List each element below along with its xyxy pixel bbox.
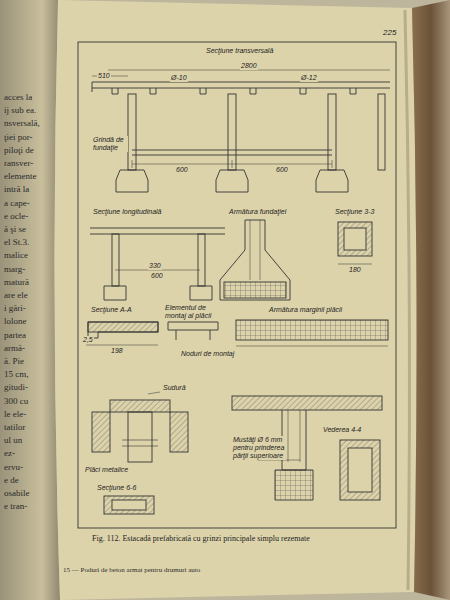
page-footer: 15 — Poduri de beton armat pentru drumur… — [62, 566, 201, 574]
dimension-label: 600 — [175, 166, 189, 174]
dimension-label: 600 — [275, 166, 289, 174]
facing-page-text: gitudi- — [3, 382, 29, 392]
drawing-label: Secţiune longitudinală — [92, 208, 163, 216]
drawing-label: Elementul de montaj al plăcii — [164, 304, 226, 320]
facing-page-text: lolone — [3, 316, 28, 326]
facing-page-text: ul un — [3, 435, 23, 445]
drawing-label: Mustăţi Ø 6 mm pentru prinderea părţii s… — [232, 436, 286, 460]
facing-page-text: ij sub ea. — [3, 105, 37, 115]
dimension-label: Ø-10 — [170, 74, 188, 82]
drawing-label: Noduri de montaj — [180, 350, 235, 358]
facing-page-text: armă- — [3, 343, 26, 353]
drawing-label: Sudură — [162, 384, 187, 392]
facing-page-text: e tran- — [3, 501, 28, 511]
facing-page-text: ţiei por- — [3, 132, 34, 142]
drawing-label: Secţiune 6-6 — [96, 484, 137, 492]
facing-page-text: ă. Pie — [3, 356, 25, 366]
dimension-label: 600 — [150, 272, 164, 280]
dimension-label: Ø-12 — [300, 74, 318, 82]
facing-page-text: intră la — [3, 184, 30, 194]
facing-page-text: ez- — [3, 448, 16, 458]
drawing-label: Plăci metalice — [84, 466, 129, 474]
facing-page-text: 300 cu — [3, 396, 29, 406]
drawing-label: Vederea 4-4 — [322, 426, 362, 434]
facing-page-text: i gări- — [3, 303, 27, 313]
facing-page-text: acces la — [3, 92, 33, 102]
facing-page-text: osabile — [3, 488, 31, 498]
facing-page-text: e ocle- — [3, 211, 29, 221]
facing-page-text: le ele- — [3, 409, 27, 419]
dimension-label: 330 — [148, 262, 162, 270]
dimension-label: 2,5 — [82, 336, 94, 344]
dimension-label: 510 — [97, 72, 111, 80]
drawing-label: Secţiune A-A — [90, 306, 133, 314]
facing-page-text: ransver- — [3, 158, 34, 168]
facing-page-text: e de — [3, 475, 20, 485]
drawing-label: Secţiune 3-3 — [334, 208, 375, 216]
facing-page-text: elemente — [3, 171, 37, 181]
facing-page-text: matură — [3, 277, 30, 287]
facing-page-text: el St.3. — [3, 237, 30, 247]
drawing-label: Armătura fundaţiei — [228, 208, 287, 216]
drawing-label: Secţiune transversală — [205, 47, 274, 55]
facing-page-text: 15 cm, — [3, 369, 30, 379]
drawing-label: Grindă de fundaţie — [92, 136, 128, 152]
facing-page-text: are ele — [3, 290, 29, 300]
facing-page-text: tatilor — [3, 422, 27, 432]
dimension-label: 198 — [110, 347, 124, 355]
facing-page-text: ă şi se — [3, 224, 27, 234]
facing-page-text: marg- — [3, 264, 26, 274]
facing-page-text: ervu- — [3, 462, 24, 472]
drawing-label: Armătura marginii plăcii — [268, 306, 343, 314]
facing-page-text: partea — [3, 330, 27, 340]
facing-page-text: a cape- — [3, 198, 31, 208]
facing-page-text: piloţi de — [3, 145, 35, 155]
facing-page-text: nsversală, — [3, 118, 41, 128]
figure-caption: Fig. 112. Estacadă prefabricată cu grinz… — [92, 534, 310, 543]
facing-page-text: malice — [3, 250, 29, 260]
dimension-label: 180 — [348, 266, 362, 274]
page-number: 225 — [382, 28, 397, 37]
dimension-label: 2800 — [240, 62, 258, 70]
